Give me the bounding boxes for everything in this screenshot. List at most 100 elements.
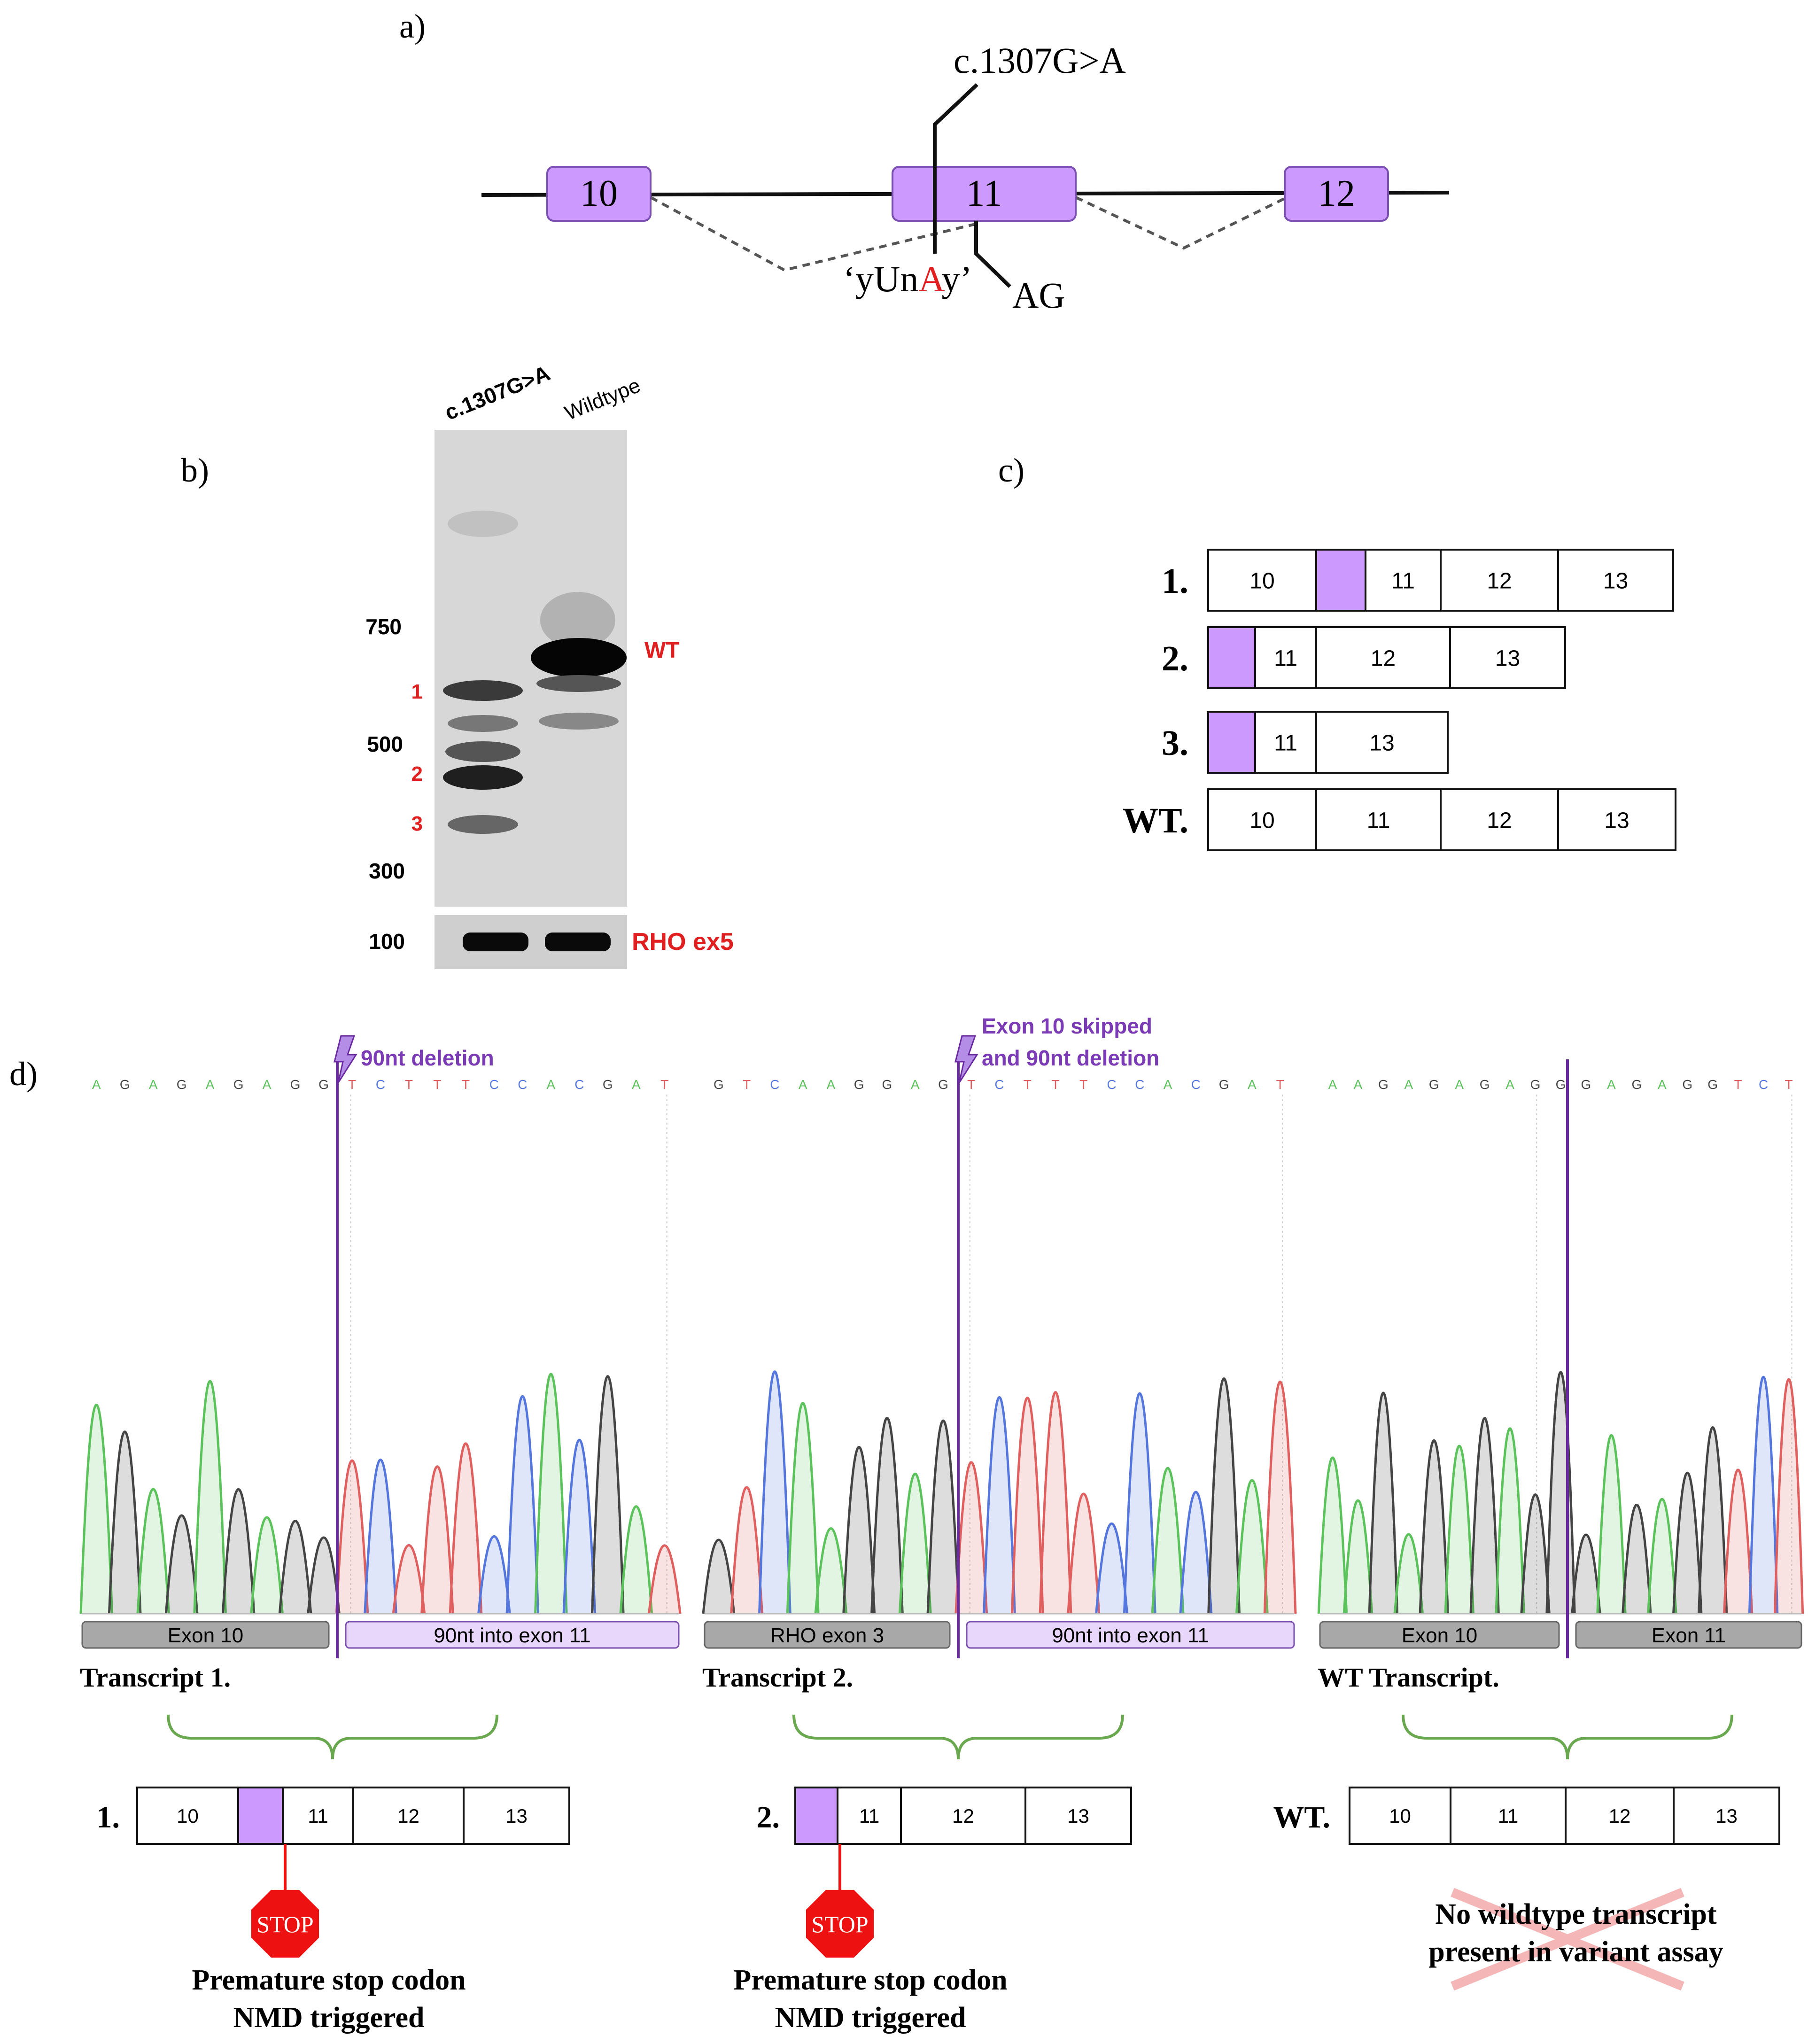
chromatogram-peak xyxy=(1444,1445,1474,1614)
panel-c-segment-label: 12 xyxy=(1371,646,1396,671)
stop-sign-icon xyxy=(251,1889,319,1958)
chromatogram-peak xyxy=(1545,1371,1576,1614)
trace-annotation: 90nt deletion xyxy=(361,1046,494,1070)
motif-prefix: ‘yUn xyxy=(843,258,918,299)
panel-d-segment xyxy=(1450,1787,1567,1845)
chromatogram-peak xyxy=(1419,1439,1449,1614)
chromatogram-peak xyxy=(364,1458,397,1614)
gel-band-wt xyxy=(531,638,627,677)
base-call: G xyxy=(938,1077,948,1092)
chromatogram-peak xyxy=(842,1446,876,1614)
panel-d-segment-label: 13 xyxy=(1715,1805,1738,1827)
panel-c-segment xyxy=(1207,626,1256,689)
base-call: G xyxy=(1480,1077,1490,1092)
base-call: A xyxy=(1607,1077,1616,1092)
panel-d-segment-label: 11 xyxy=(1498,1805,1519,1827)
panel-d-segment xyxy=(136,1787,239,1845)
chromatogram-peak xyxy=(1495,1427,1525,1614)
motif-variant-base: A xyxy=(918,258,945,299)
curly-bracket xyxy=(167,1714,498,1760)
panel-a-gene-schematic: 10 11 12 c.1307G>A AG ‘yUnAy’ xyxy=(481,40,1450,316)
exon-11-box xyxy=(892,166,1077,222)
chromatogram-peak xyxy=(477,1535,511,1614)
base-call: G xyxy=(1631,1077,1642,1092)
base-call: A xyxy=(1455,1077,1464,1092)
panel-c-segment xyxy=(1315,626,1451,689)
transcript-title: Transcript 1. xyxy=(80,1662,231,1693)
base-call: A xyxy=(911,1077,920,1092)
chromatogram-peak xyxy=(79,1404,113,1614)
lightning-icon xyxy=(334,1035,357,1083)
chromatogram-peak xyxy=(786,1402,820,1614)
base-call: T xyxy=(1079,1077,1087,1092)
chromatogram-peak xyxy=(1151,1467,1185,1614)
ladder-750: 750 xyxy=(365,614,402,639)
panel-c-segment-label: 13 xyxy=(1604,808,1629,833)
trace-annotation: Exon 10 skipped xyxy=(982,1014,1152,1038)
chromatogram-peak xyxy=(1520,1493,1551,1614)
ladder-300: 300 xyxy=(369,859,405,883)
panel-d-segment-label: 11 xyxy=(308,1805,328,1827)
chromatogram-peak xyxy=(562,1438,597,1614)
base-call: T xyxy=(967,1077,975,1092)
base-call: G xyxy=(1429,1077,1439,1092)
chromatogram-peak xyxy=(648,1544,682,1614)
panel-c-segment xyxy=(1440,788,1559,851)
chromatogram-peak xyxy=(505,1395,540,1614)
base-call: A xyxy=(1505,1077,1514,1092)
control-label: RHO ex5 xyxy=(632,928,734,956)
chromatogram-peak xyxy=(1207,1377,1241,1614)
base-call: A xyxy=(799,1077,807,1092)
base-call: T xyxy=(1051,1077,1059,1092)
exon-10-label: 10 xyxy=(580,173,618,214)
chromatogram-peak xyxy=(702,1539,736,1614)
panel-c-segment xyxy=(1254,711,1317,774)
chromatogram-peak xyxy=(1039,1391,1072,1614)
panel-c-segment xyxy=(1207,711,1256,774)
trace-caption: NMD triggered xyxy=(775,2002,966,2034)
panel-c-segment-label: 13 xyxy=(1495,646,1520,671)
transcript-number: 2. xyxy=(757,1800,780,1834)
gel-band-faint-2 xyxy=(445,741,520,762)
exon-bar-right xyxy=(1575,1621,1802,1649)
stop-label: STOP xyxy=(256,1911,313,1937)
base-call: C xyxy=(1135,1077,1144,1092)
splice-path-downstream xyxy=(1075,196,1288,250)
panel-c-segment xyxy=(1207,788,1317,851)
chromatogram-peak xyxy=(1571,1533,1601,1614)
chromatogram-peak xyxy=(1748,1376,1779,1614)
chromatogram-peak xyxy=(730,1486,764,1614)
chromatogram-peak xyxy=(1622,1503,1652,1614)
panel-c-label: c) xyxy=(998,451,1024,489)
trace-caption: present in variant assay xyxy=(1428,1936,1723,1968)
base-call: G xyxy=(233,1077,244,1092)
chromatogram-peak xyxy=(221,1488,256,1614)
base-call: A xyxy=(149,1077,158,1092)
trace-caption: Premature stop codon xyxy=(192,1964,466,1996)
cross-out-mark xyxy=(1451,1888,1684,1991)
panel-d-segment xyxy=(1024,1787,1132,1845)
chromatogram-peak xyxy=(591,1375,625,1614)
base-call: C xyxy=(1107,1077,1116,1092)
base-call: T xyxy=(660,1077,668,1092)
chromatogram-peak xyxy=(1773,1378,1804,1614)
transcript-title: WT Transcript. xyxy=(1318,1662,1499,1693)
panel-d-segment xyxy=(237,1787,284,1845)
panel-d-segment-label: 10 xyxy=(177,1805,199,1827)
panel-c-segment xyxy=(1315,711,1449,774)
base-call: G xyxy=(1581,1077,1591,1092)
gel-smear xyxy=(448,511,518,537)
base-call: C xyxy=(489,1077,499,1092)
panel-c-segment-label: 12 xyxy=(1487,808,1512,833)
exon-bar-left xyxy=(81,1621,330,1649)
chromatogram-peak xyxy=(335,1459,369,1614)
chromatogram-peak xyxy=(108,1430,142,1614)
base-call: G xyxy=(882,1077,892,1092)
base-call: C xyxy=(994,1077,1004,1092)
gel-band-2 xyxy=(443,765,523,790)
